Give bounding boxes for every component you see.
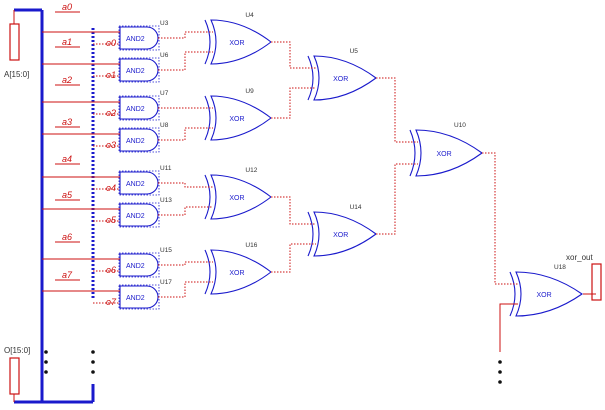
wire-xor-l1-to-l2 xyxy=(271,87,316,119)
wire-xor-l2-to-l3 xyxy=(376,163,418,235)
xor-gate-inst-label: U10 xyxy=(454,122,466,129)
signal-label-a: a3 xyxy=(62,117,72,127)
wire-and-to-xor xyxy=(170,51,213,71)
port-b-label: O[15:0] xyxy=(4,346,30,355)
xor-gate-back-curve xyxy=(409,129,416,177)
xor-gate-type-label: XOR xyxy=(537,292,552,299)
signal-label-o: o0 xyxy=(106,38,116,48)
wire-final-second-input xyxy=(499,303,518,352)
wire-and-to-xor xyxy=(170,31,213,39)
port-out-terminal[interactable] xyxy=(591,263,602,301)
xor-gate-inst-label: U4 xyxy=(245,12,254,19)
xor-gate-u14[interactable] xyxy=(313,211,377,257)
port-out-label: xor_out xyxy=(566,253,593,262)
port-a-terminal[interactable] xyxy=(9,23,20,61)
wire-and-to-xor xyxy=(170,182,213,188)
and-gate-u11[interactable] xyxy=(119,171,159,195)
and-gate-u7[interactable] xyxy=(119,96,159,120)
signal-label-o: o6 xyxy=(106,265,116,275)
xor-gate-inst-label: U14 xyxy=(350,204,362,211)
and-gate-inst-label: U13 xyxy=(160,197,172,204)
signal-label-a: a4 xyxy=(62,154,72,164)
and-gate-type-label: AND2 xyxy=(126,263,145,270)
and-gate-inst-label: U3 xyxy=(160,20,169,27)
xor-gate-type-label: XOR xyxy=(229,195,244,202)
xor-gate-back-curve xyxy=(204,174,211,220)
xor-gate-type-label: XOR xyxy=(229,40,244,47)
xor-gate-u18[interactable] xyxy=(515,271,583,317)
wire-and-to-xor xyxy=(170,127,213,141)
and-gate-inst-label: U17 xyxy=(160,279,172,286)
signal-label-a: a7 xyxy=(62,270,73,280)
and-gate-u17[interactable] xyxy=(119,285,159,309)
xor-gate-back-curve xyxy=(307,55,314,101)
xor-gate-type-label: XOR xyxy=(229,270,244,277)
wire-and-to-xor xyxy=(170,206,213,216)
xor-gate-u4[interactable] xyxy=(210,19,272,65)
port-a-label: A[15:0] xyxy=(4,70,29,79)
xor-gate-u5[interactable] xyxy=(313,55,377,101)
and-gate-u13[interactable] xyxy=(119,203,159,227)
and-gate-u3[interactable] xyxy=(119,26,159,50)
and-gate-type-label: AND2 xyxy=(126,181,145,188)
wire-xor-l2-to-l3 xyxy=(376,77,418,143)
xor-gate-back-curve xyxy=(204,95,211,141)
and-gate-type-label: AND2 xyxy=(126,213,145,220)
xor-gate-inst-label: U12 xyxy=(245,167,257,174)
and-gate-type-label: AND2 xyxy=(126,106,145,113)
and-gate-inst-label: U6 xyxy=(160,52,169,59)
signal-label-o: o5 xyxy=(106,215,117,225)
signal-label-a: a1 xyxy=(62,37,72,47)
and-gate-type-label: AND2 xyxy=(126,68,145,75)
wire-xor-l1-to-l2 xyxy=(271,196,316,225)
and-gate-inst-label: U7 xyxy=(160,90,169,97)
signal-label-o: o2 xyxy=(106,108,116,118)
signal-label-o: o7 xyxy=(106,297,117,307)
xor-gate-inst-label: U9 xyxy=(245,88,254,95)
xor-gate-type-label: XOR xyxy=(333,232,348,239)
signal-label-a: a0 xyxy=(62,2,72,12)
and-gate-type-label: AND2 xyxy=(126,36,145,43)
xor-gate-back-curve xyxy=(204,249,211,295)
xor-gate-back-curve xyxy=(509,271,516,317)
wire-xor-l1-to-l2 xyxy=(271,243,316,273)
wire-and-to-xor xyxy=(170,261,213,266)
xor-gate-u16[interactable] xyxy=(210,249,272,295)
xor-gate-inst-label: U5 xyxy=(350,48,359,55)
and-gate-type-label: AND2 xyxy=(126,138,145,145)
xor-gate-type-label: XOR xyxy=(437,151,452,158)
wire-and-to-xor xyxy=(170,281,213,298)
and-gate-inst-label: U15 xyxy=(160,247,172,254)
signal-label-o: o1 xyxy=(106,70,116,80)
signal-label-a: a2 xyxy=(62,75,72,85)
xor-gate-type-label: XOR xyxy=(333,76,348,83)
xor-gate-inst-label: U18 xyxy=(554,264,566,271)
wire-l3-to-final xyxy=(482,152,518,285)
gate-layer: AND2U3AND2U6AND2U7AND2U8AND2U11AND2U13AN… xyxy=(42,2,583,352)
xor-gate-u12[interactable] xyxy=(210,174,272,220)
xor-gate-u10[interactable] xyxy=(415,129,483,177)
and-gate-inst-label: U11 xyxy=(160,165,172,172)
signal-label-o: o3 xyxy=(106,140,116,150)
and-gate-inst-label: U8 xyxy=(160,122,169,129)
and-gate-type-label: AND2 xyxy=(126,295,145,302)
and-gate-u15[interactable] xyxy=(119,253,159,277)
and-gate-u6[interactable] xyxy=(119,58,159,82)
and-gate-u8[interactable] xyxy=(119,128,159,152)
wire-xor-l1-to-l2 xyxy=(271,41,316,69)
signal-label-o: o4 xyxy=(106,183,116,193)
port-b-terminal[interactable] xyxy=(9,357,20,395)
xor-gate-back-curve xyxy=(204,19,211,65)
xor-gate-inst-label: U16 xyxy=(245,242,257,249)
xor-gate-back-curve xyxy=(307,211,314,257)
xor-gate-type-label: XOR xyxy=(229,116,244,123)
bus-continuation-dots xyxy=(44,350,502,384)
signal-label-a: a6 xyxy=(62,232,72,242)
signal-label-a: a5 xyxy=(62,190,73,200)
xor-gate-u9[interactable] xyxy=(210,95,272,141)
